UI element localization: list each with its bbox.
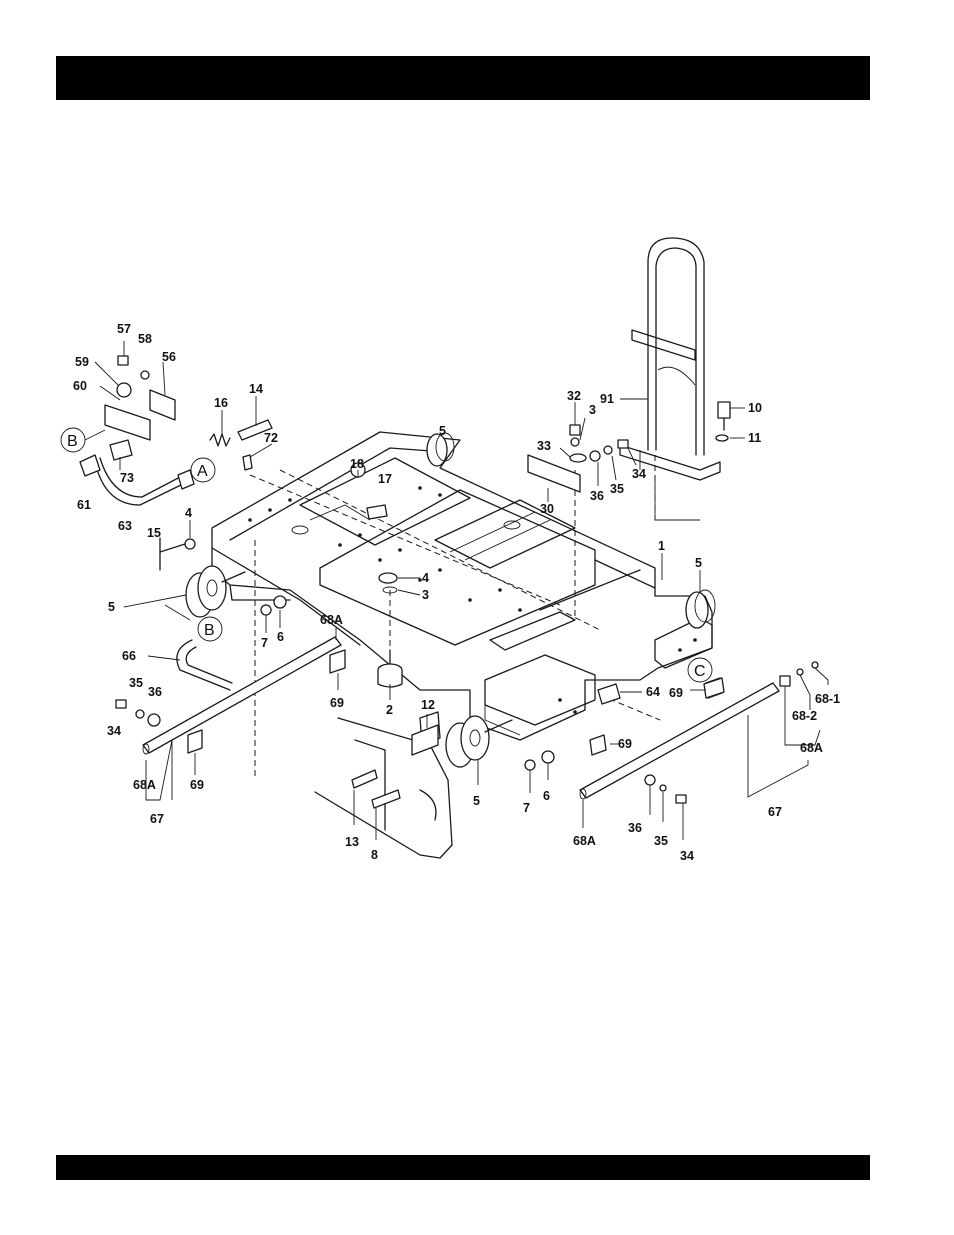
label-11: 11 [748, 431, 761, 445]
label-2: 2 [386, 703, 393, 717]
label-32: 32 [567, 389, 581, 403]
label-b-bottom: B [204, 622, 215, 639]
label-4-center: 4 [422, 571, 429, 585]
label-69-center: 69 [618, 737, 632, 751]
label-34-handle: 34 [632, 467, 646, 481]
label-14: 14 [249, 382, 263, 396]
label-69-left-top: 69 [330, 696, 344, 710]
label-68a-right: 68A [800, 741, 823, 755]
hose-63 [95, 458, 194, 505]
label-b-top: B [67, 433, 78, 450]
label-17: 17 [378, 472, 392, 486]
label-56: 56 [162, 350, 176, 364]
label-36-left: 36 [148, 685, 162, 699]
label-63: 63 [118, 519, 132, 533]
label-68-2: 68-2 [792, 709, 817, 723]
label-68a-left: 68A [133, 778, 156, 792]
label-3-center: 3 [422, 588, 429, 602]
label-60: 60 [73, 379, 87, 393]
label-33: 33 [537, 439, 551, 453]
label-12: 12 [421, 698, 435, 712]
label-36-right: 36 [628, 821, 642, 835]
label-72: 72 [264, 431, 278, 445]
label-15: 15 [147, 526, 161, 540]
label-4-left: 4 [185, 506, 192, 520]
label-69-left-bottom: 69 [190, 778, 204, 792]
label-16: 16 [214, 396, 228, 410]
label-35-handle: 35 [610, 482, 624, 496]
label-5-rear: 5 [439, 424, 446, 438]
label-69-right: 69 [669, 686, 683, 700]
label-68a-bottom: 68A [573, 834, 596, 848]
label-91: 91 [600, 392, 614, 406]
label-68-1: 68-1 [815, 692, 840, 706]
label-7-left: 7 [261, 636, 268, 650]
label-18: 18 [350, 457, 364, 471]
label-3-handle: 3 [589, 403, 596, 417]
label-35-right: 35 [654, 834, 668, 848]
label-7-front: 7 [523, 801, 530, 815]
label-6-left: 6 [277, 630, 284, 644]
label-30: 30 [540, 502, 554, 516]
label-13: 13 [345, 835, 359, 849]
label-64: 64 [646, 685, 660, 699]
rod-left [143, 637, 341, 754]
label-34-left: 34 [107, 724, 121, 738]
label-66: 66 [122, 649, 136, 663]
label-8: 8 [371, 848, 378, 862]
label-67-right: 67 [768, 805, 782, 819]
label-36-handle: 36 [590, 489, 604, 503]
label-5-right: 5 [695, 556, 702, 570]
label-68a-top: 68A [320, 613, 343, 627]
label-67-left: 67 [150, 812, 164, 826]
label-6-front: 6 [543, 789, 550, 803]
label-59: 59 [75, 355, 89, 369]
label-35-left: 35 [129, 676, 143, 690]
label-58: 58 [138, 332, 152, 346]
label-61: 61 [77, 498, 91, 512]
label-73: 73 [120, 471, 134, 485]
label-10: 10 [748, 401, 762, 415]
wheel-left [186, 566, 245, 617]
label-5-front: 5 [473, 794, 480, 808]
label-a: A [197, 463, 208, 480]
hose-66 [177, 640, 232, 690]
label-5-left: 5 [108, 600, 115, 614]
label-c: C [694, 663, 706, 680]
label-1: 1 [658, 539, 665, 553]
wheel-front [446, 716, 512, 767]
label-34-right: 34 [680, 849, 694, 863]
circle-callouts [61, 428, 712, 682]
label-57: 57 [117, 322, 131, 336]
